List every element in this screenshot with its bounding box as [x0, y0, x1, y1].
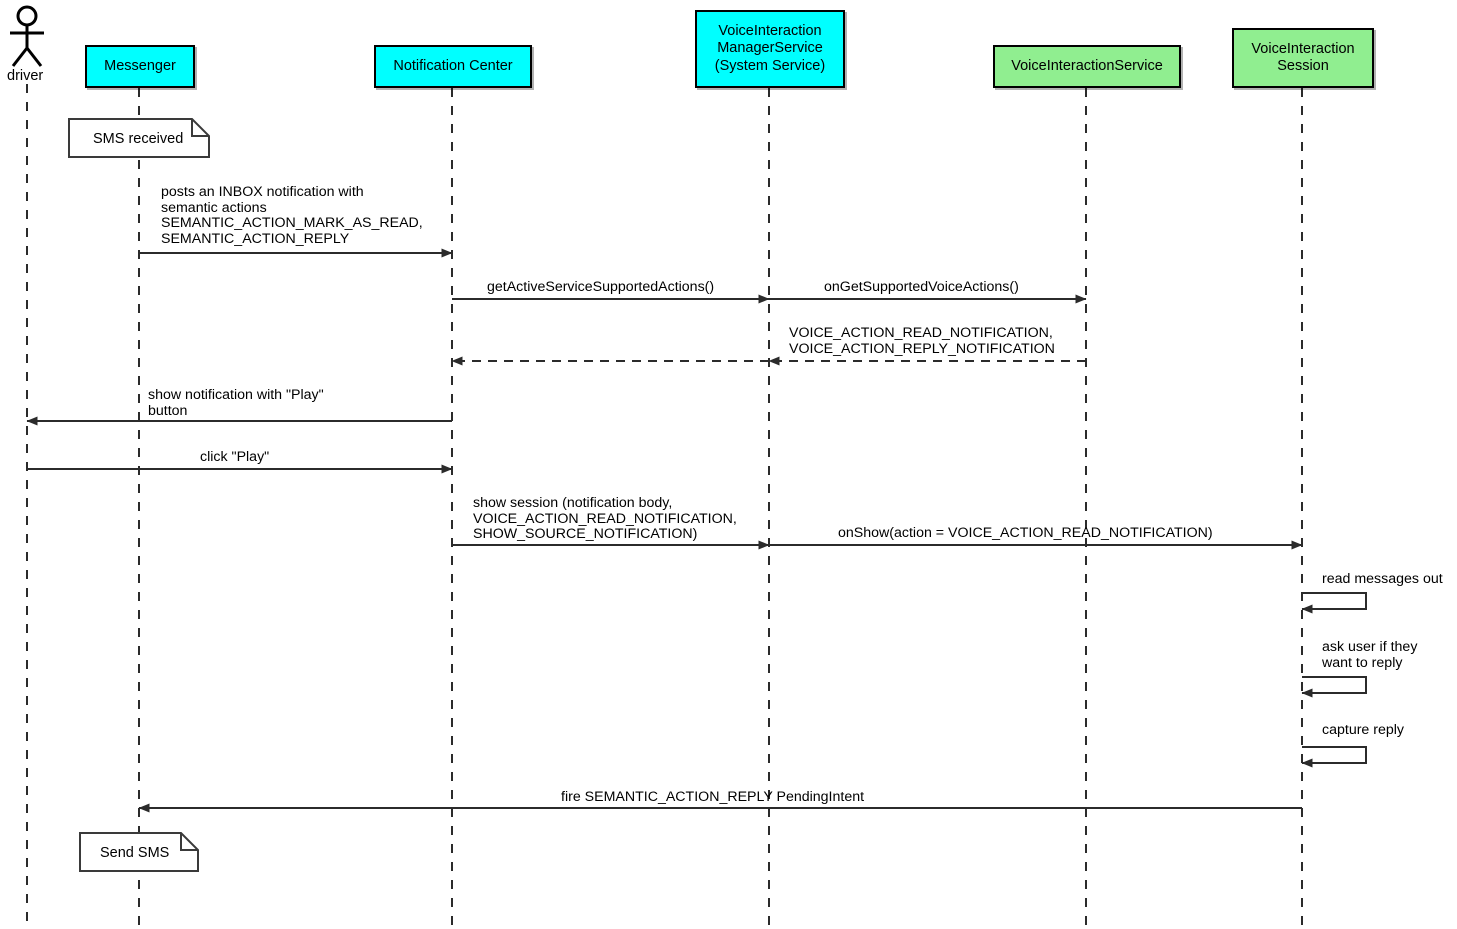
participant-messenger-label: Messenger — [104, 57, 176, 74]
participant-voiceinteraction-session[interactable]: VoiceInteraction Session — [1232, 28, 1374, 88]
actor-driver-label: driver — [7, 68, 44, 84]
note-sms-received-label: SMS received — [93, 131, 184, 147]
participant-voiceinteraction-service[interactable]: VoiceInteractionService — [993, 45, 1181, 88]
msg-show-notification-play-button-label: show notification with "Play" button — [148, 387, 324, 419]
msg-return-voice-actions-to-manager-label: VOICE_ACTION_READ_NOTIFICATION, VOICE_AC… — [789, 325, 1055, 357]
self-call-capture-reply-label: capture reply — [1322, 722, 1405, 738]
msg-show-session-label: show session (notification body, VOICE_A… — [473, 495, 737, 543]
participant-voiceinteraction-manager-service-label: VoiceInteraction ManagerService (System … — [714, 23, 826, 74]
msg-fire-semantic-action-reply-pendingintent-label: fire SEMANTIC_ACTION_REPLY PendingIntent — [561, 789, 865, 805]
participant-messenger[interactable]: Messenger — [85, 45, 195, 88]
note-sms-received — [68, 118, 210, 158]
actor-driver-figure — [10, 5, 44, 67]
self-call-read-messages-out[interactable] — [1301, 592, 1367, 614]
lifelines-group — [26, 84, 1303, 929]
actor-figures-group — [10, 5, 44, 67]
notes-shapes-group — [68, 118, 210, 872]
participant-notification-center[interactable]: Notification Center — [374, 45, 532, 88]
participant-voiceinteraction-session-label: VoiceInteraction Session — [1251, 40, 1355, 74]
msg-on-get-supported-voice-actions-label: onGetSupportedVoiceActions() — [824, 279, 1019, 295]
self-call-arrows-group — [1301, 592, 1367, 768]
self-call-read-messages-out-path — [1301, 592, 1367, 614]
msg-click-play-label: click "Play" — [200, 449, 270, 465]
self-call-ask-user-if-they-want-to-reply[interactable] — [1301, 676, 1367, 698]
note-send-sms — [79, 832, 199, 872]
message-arrows-group — [26, 248, 1303, 813]
note-send-sms-label: Send SMS — [100, 845, 170, 861]
participant-notification-center-label: Notification Center — [393, 57, 513, 74]
participant-voiceinteraction-service-label: VoiceInteractionService — [1011, 57, 1163, 74]
participant-voiceinteraction-manager-service[interactable]: VoiceInteraction ManagerService (System … — [695, 10, 845, 88]
self-call-capture-reply[interactable] — [1301, 746, 1367, 768]
self-call-capture-reply-path — [1301, 746, 1367, 768]
self-call-read-messages-out-label: read messages out — [1322, 571, 1443, 587]
msg-on-show-label: onShow(action = VOICE_ACTION_READ_NOTIFI… — [838, 525, 1213, 541]
self-call-ask-user-if-they-want-to-reply-path — [1301, 676, 1367, 698]
msg-post-inbox-notification-label: posts an INBOX notification with semanti… — [161, 184, 423, 247]
self-call-ask-user-if-they-want-to-reply-label: ask user if they want to reply — [1322, 639, 1418, 671]
msg-get-active-service-supported-actions-label: getActiveServiceSupportedActions() — [487, 279, 715, 295]
